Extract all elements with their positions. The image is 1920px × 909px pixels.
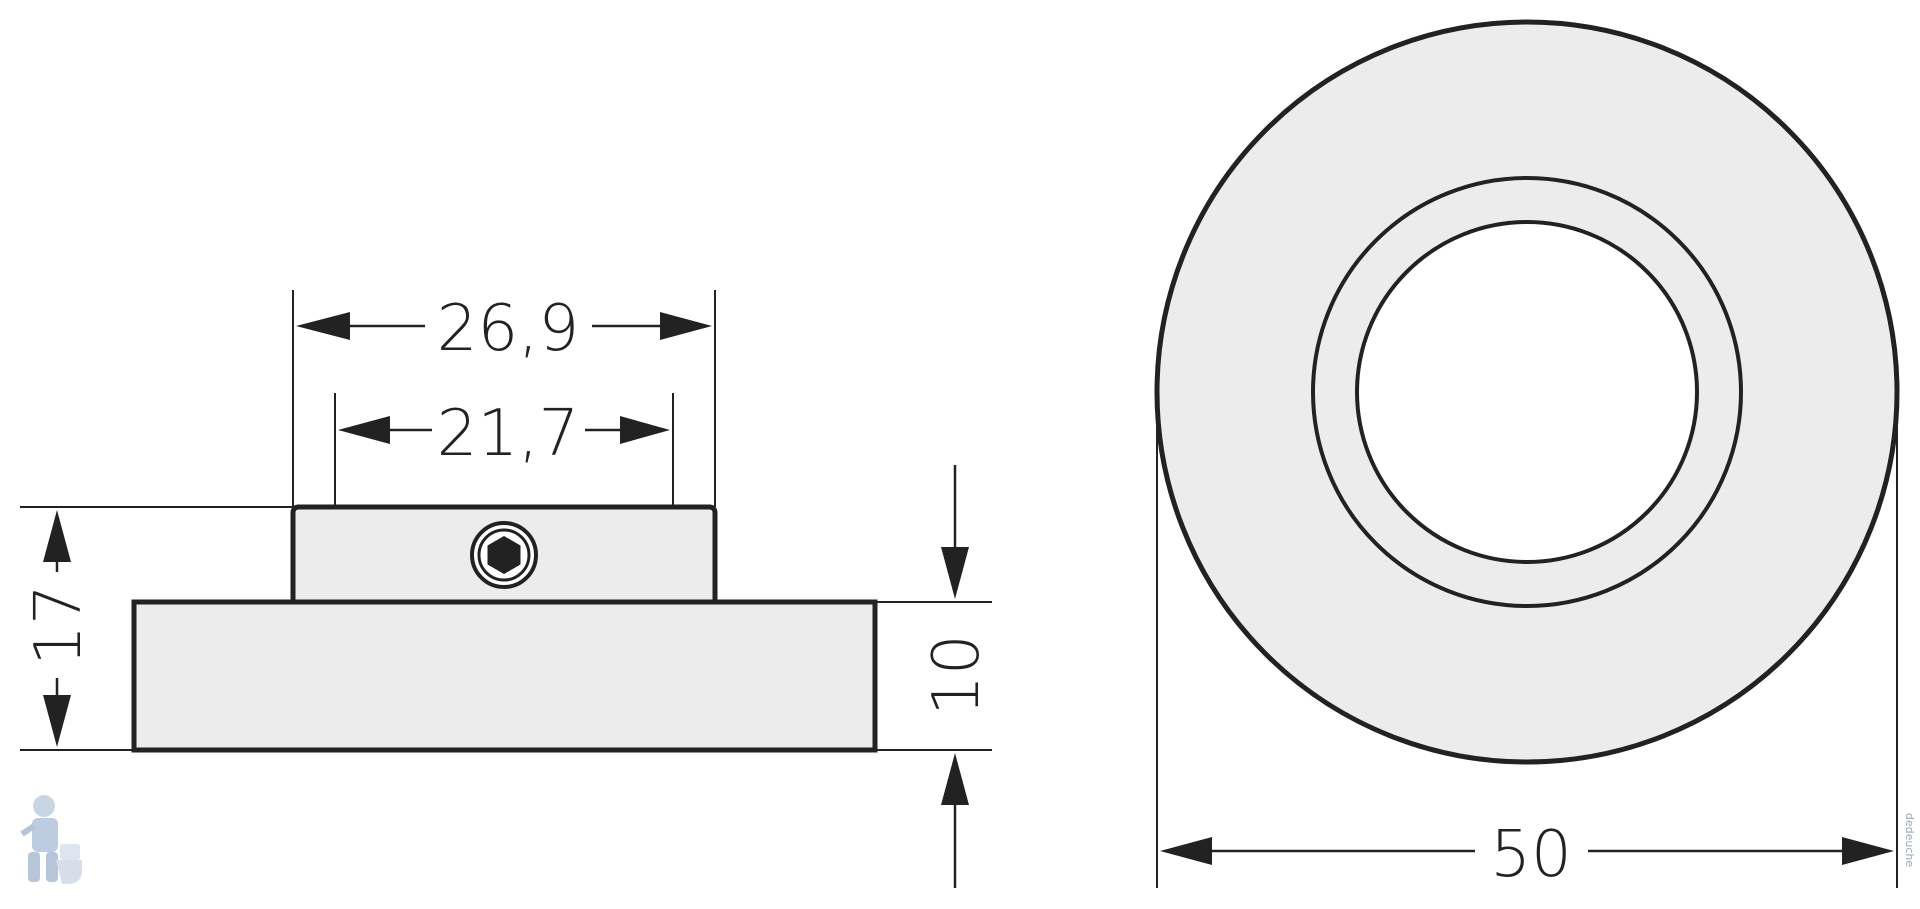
dim-label-10: 10 bbox=[920, 634, 994, 715]
dimension-50 bbox=[1160, 837, 1894, 865]
base-block bbox=[131, 599, 878, 753]
top-view bbox=[1154, 19, 1900, 888]
dim-label-17: 17 bbox=[22, 584, 96, 665]
dimension-21-7 bbox=[338, 416, 670, 444]
dim-label-21-7: 21,7 bbox=[437, 397, 580, 471]
dimension-17 bbox=[43, 510, 71, 747]
dimension-10 bbox=[941, 465, 969, 888]
center-hole bbox=[1355, 220, 1699, 564]
dimension-26-9 bbox=[296, 312, 712, 340]
watermark: dedeuche bbox=[1903, 813, 1916, 867]
side-view bbox=[20, 290, 992, 888]
hex-socket-icon bbox=[470, 521, 538, 589]
dim-label-26-9: 26,9 bbox=[437, 292, 580, 366]
plumber-mascot-icon bbox=[20, 795, 82, 884]
diameter-extension-lines bbox=[1156, 392, 1898, 888]
extension-lines bbox=[20, 290, 992, 751]
dim-label-50: 50 bbox=[1490, 818, 1571, 892]
